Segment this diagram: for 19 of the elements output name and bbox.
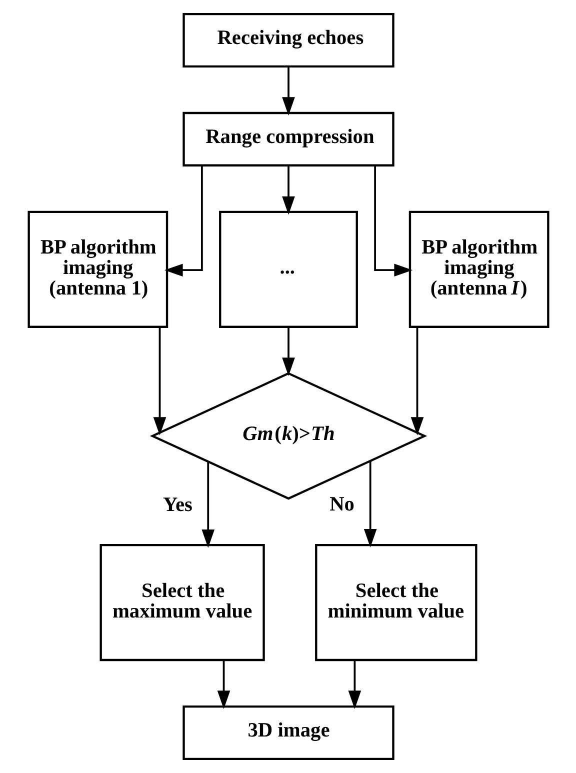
arrow bbox=[282, 66, 294, 116]
arrow bbox=[201, 462, 214, 548]
arrow bbox=[282, 327, 294, 376]
node-box: BP algorithm imaging (antenna I) bbox=[408, 210, 549, 328]
arrow bbox=[374, 166, 412, 277]
node-box: 3D image bbox=[182, 705, 394, 760]
node-box: Select the maximum value bbox=[99, 544, 264, 662]
arrow bbox=[216, 660, 230, 709]
node-box: Receiving echoes bbox=[182, 12, 394, 68]
arrow bbox=[282, 166, 294, 215]
node-box: Range compression bbox=[182, 112, 394, 166]
arrow bbox=[152, 327, 166, 436]
arrow bbox=[348, 660, 361, 709]
node-box: Select the minimum value bbox=[314, 544, 477, 662]
arrow bbox=[410, 327, 424, 436]
node-box: BP algorithm imaging (antenna 1) bbox=[27, 210, 168, 328]
arrow bbox=[363, 461, 376, 548]
arrow bbox=[164, 166, 202, 277]
node-box: ... bbox=[218, 210, 358, 328]
